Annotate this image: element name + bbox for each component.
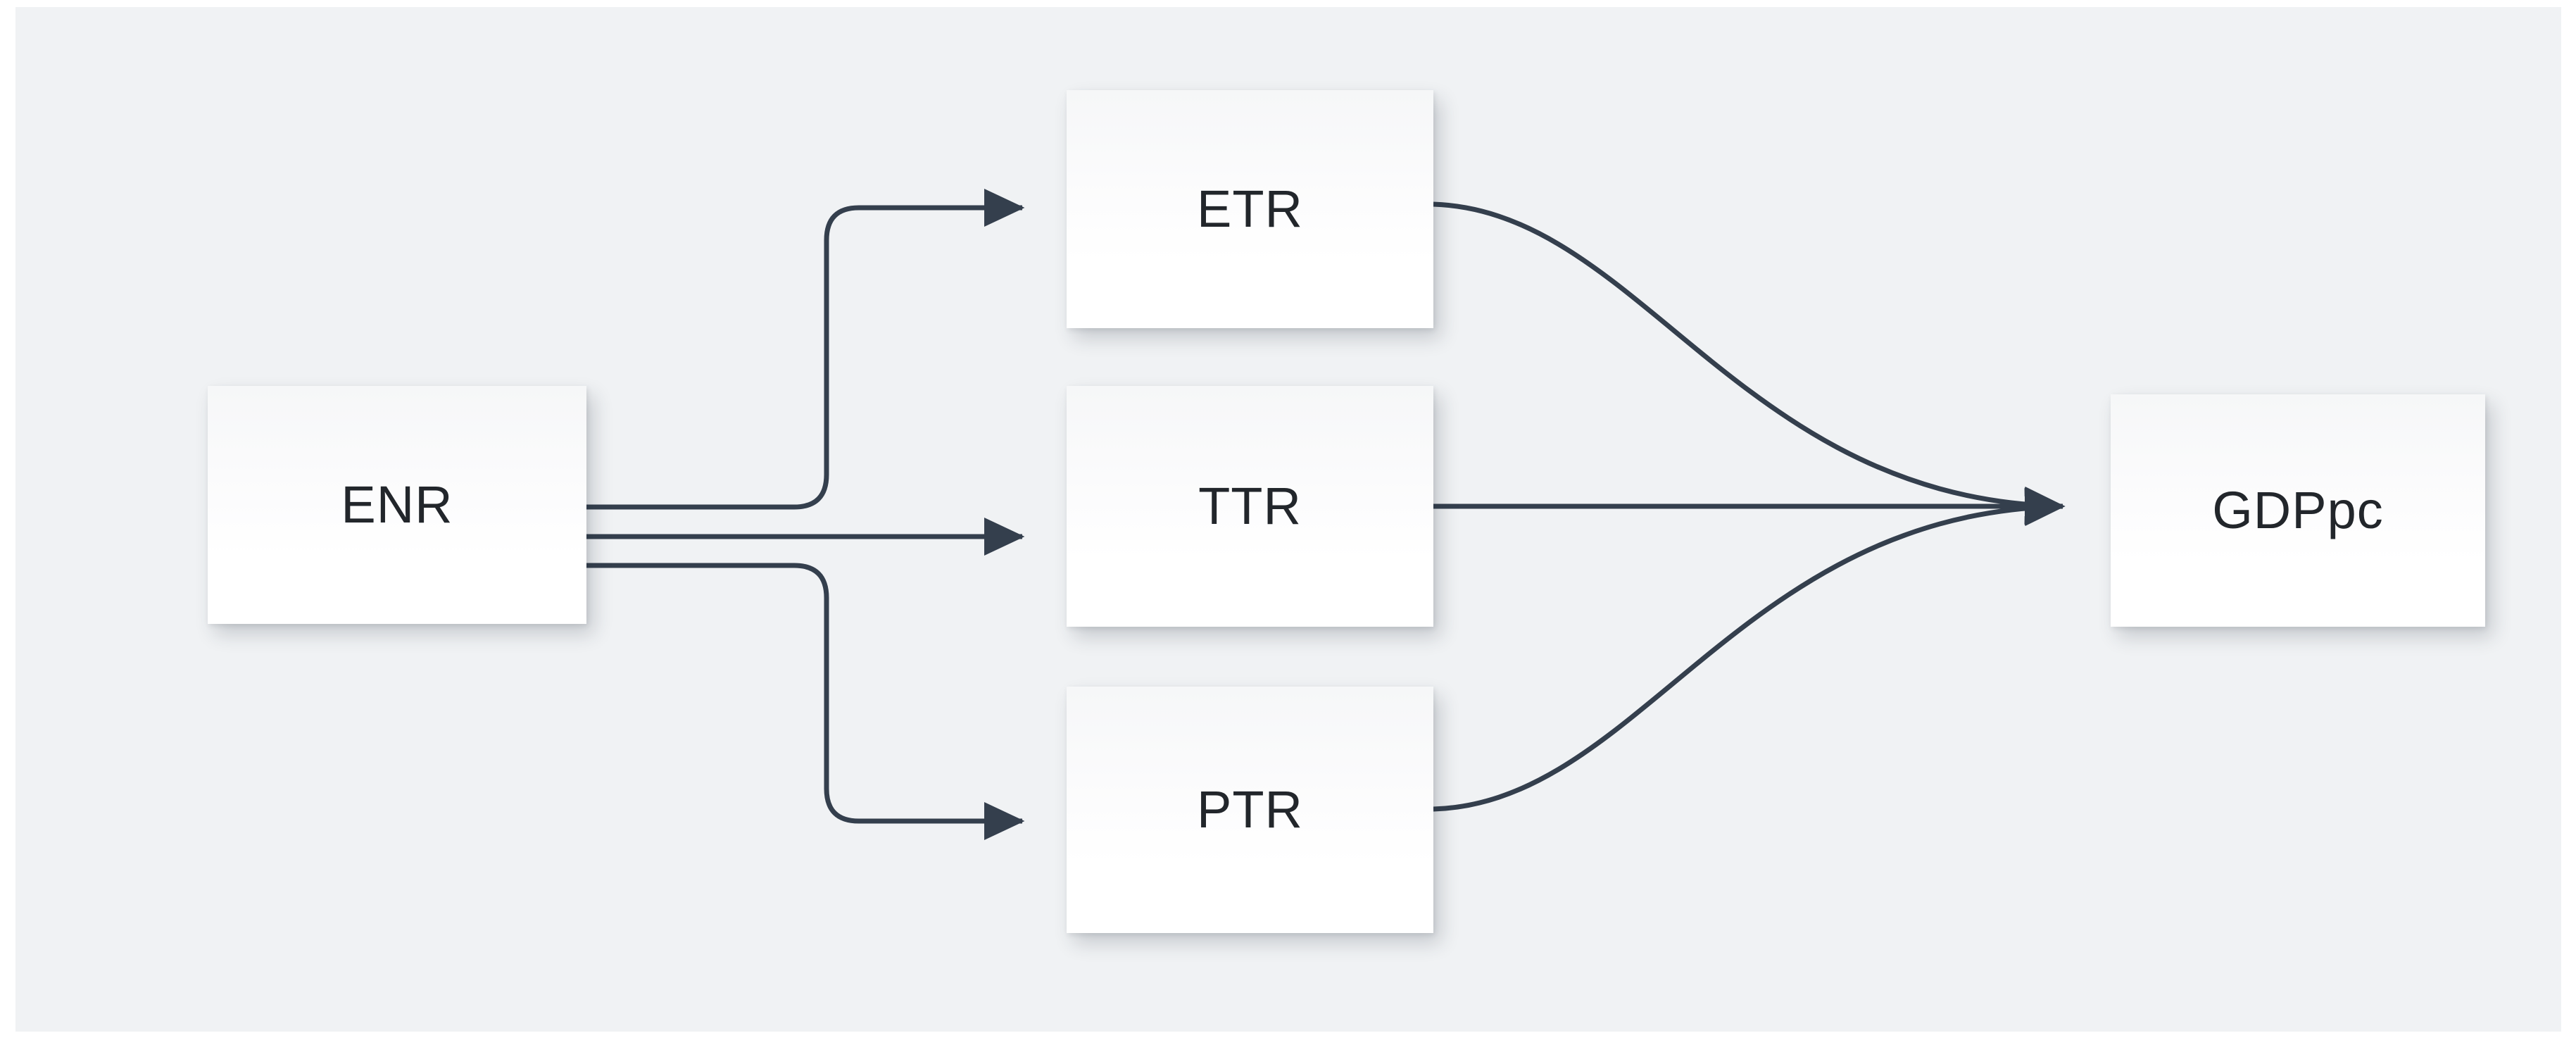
node-ttr-label: TTR (1198, 477, 1302, 535)
node-enr-label: ENR (341, 475, 453, 534)
node-etr-label: ETR (1197, 180, 1303, 238)
node-etr[interactable]: ETR (1067, 90, 1433, 328)
node-ptr[interactable]: PTR (1067, 687, 1433, 933)
node-ptr-label: PTR (1197, 780, 1303, 839)
node-ttr[interactable]: TTR (1067, 386, 1433, 627)
node-gdppc[interactable]: GDPpc (2111, 394, 2485, 627)
node-gdppc-label: GDPpc (2212, 481, 2384, 539)
node-enr[interactable]: ENR (208, 386, 586, 624)
